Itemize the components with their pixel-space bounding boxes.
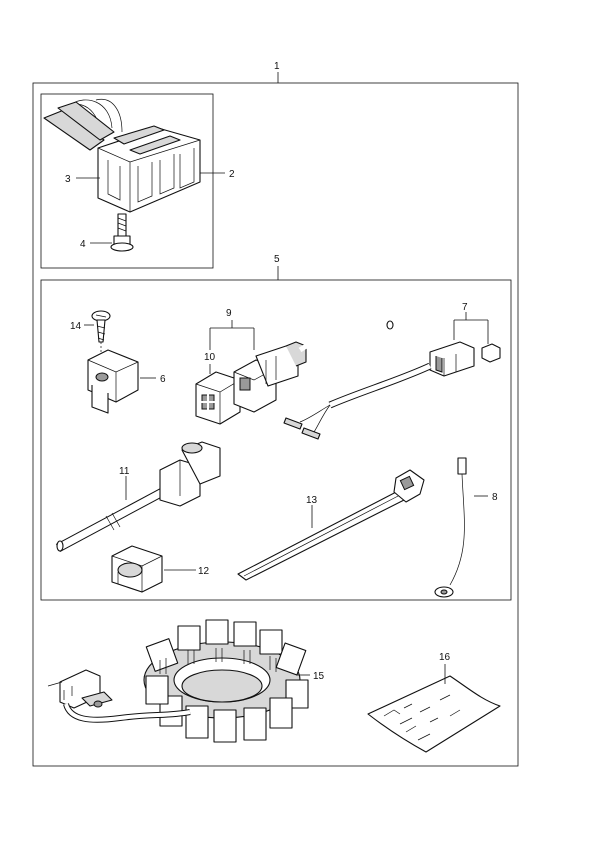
callout-16: 16 <box>439 652 451 663</box>
callout-13: 13 <box>306 495 318 506</box>
parts-bag <box>367 675 501 753</box>
bolt <box>110 213 134 252</box>
connector-female <box>195 371 241 425</box>
ground-lead <box>434 457 467 598</box>
callout-3: 3 <box>65 174 71 185</box>
rectifier-regulator <box>43 98 201 213</box>
callout-8: 8 <box>492 492 498 503</box>
stator-coil <box>143 619 309 743</box>
callout-1: 1 <box>274 61 280 72</box>
assembly-frame <box>32 82 519 767</box>
connector-male <box>233 341 307 413</box>
kit-frame <box>40 279 512 601</box>
callout-12: 12 <box>198 566 210 577</box>
callout-9: 9 <box>226 308 232 319</box>
cable-tie <box>237 469 425 581</box>
rectifier-frame <box>40 93 214 269</box>
stator-lead-connector <box>47 669 191 723</box>
callout-7: 7 <box>462 302 468 313</box>
clamp <box>87 349 139 414</box>
rubber-boot <box>111 545 163 593</box>
callout-5: 5 <box>274 254 280 265</box>
callout-10: 10 <box>204 352 216 363</box>
callout-6: 6 <box>160 374 166 385</box>
callout-14: 14 <box>70 321 82 332</box>
wire-harness <box>283 341 501 440</box>
callout-2: 2 <box>229 169 235 180</box>
callout-11: 11 <box>119 466 130 477</box>
grommet-tube <box>55 441 221 552</box>
screw <box>91 310 111 343</box>
callout-15: 15 <box>313 671 325 682</box>
callout-4: 4 <box>80 239 86 250</box>
